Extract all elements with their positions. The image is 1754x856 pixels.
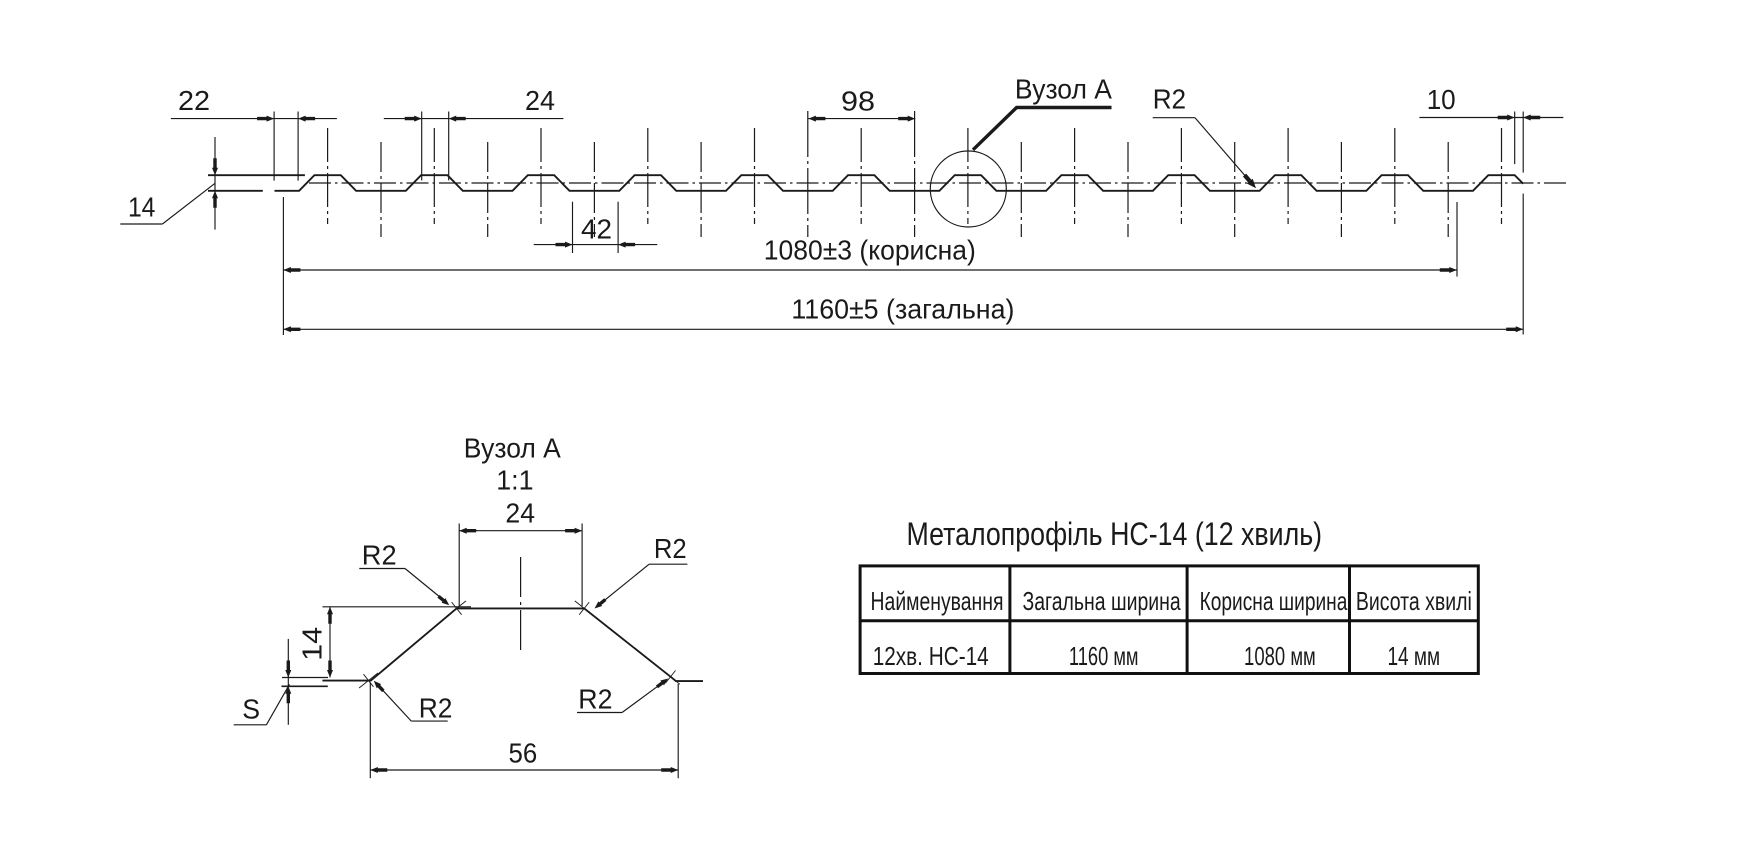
svg-text:Висота хвилі: Висота хвилі (1356, 586, 1472, 616)
svg-text:56: 56 (509, 737, 538, 768)
svg-text:24: 24 (505, 498, 535, 529)
svg-text:10: 10 (1427, 84, 1456, 115)
svg-text:1080 мм: 1080 мм (1244, 641, 1316, 671)
svg-text:Загальна ширина: Загальна ширина (1022, 586, 1181, 616)
svg-text:1:1: 1:1 (496, 465, 533, 496)
svg-text:R2: R2 (362, 539, 397, 570)
svg-text:R2: R2 (419, 692, 453, 723)
svg-text:R2: R2 (654, 533, 687, 564)
svg-text:Найменування: Найменування (871, 586, 1004, 616)
svg-text:R2: R2 (1153, 84, 1186, 115)
svg-text:1080±3 (корисна): 1080±3 (корисна) (764, 235, 976, 266)
svg-text:12хв. НС-14: 12хв. НС-14 (873, 641, 989, 671)
svg-text:22: 22 (178, 85, 210, 116)
svg-text:Металопрофіль НС-14 (12 хвиль): Металопрофіль НС-14 (12 хвиль) (907, 516, 1323, 552)
svg-text:24: 24 (525, 85, 555, 116)
svg-text:98: 98 (841, 86, 875, 117)
svg-text:Вузол А: Вузол А (1015, 74, 1113, 105)
svg-text:Корисна ширина: Корисна ширина (1200, 586, 1348, 616)
svg-text:Вузол А: Вузол А (464, 432, 562, 463)
svg-text:1160±5 (загальна): 1160±5 (загальна) (791, 294, 1014, 325)
svg-text:S: S (242, 694, 260, 725)
svg-text:14: 14 (297, 627, 328, 661)
svg-text:42: 42 (581, 214, 612, 245)
svg-text:R2: R2 (578, 683, 612, 714)
svg-text:1160 мм: 1160 мм (1069, 641, 1139, 671)
svg-text:14: 14 (128, 191, 156, 222)
svg-text:14 мм: 14 мм (1387, 641, 1440, 671)
